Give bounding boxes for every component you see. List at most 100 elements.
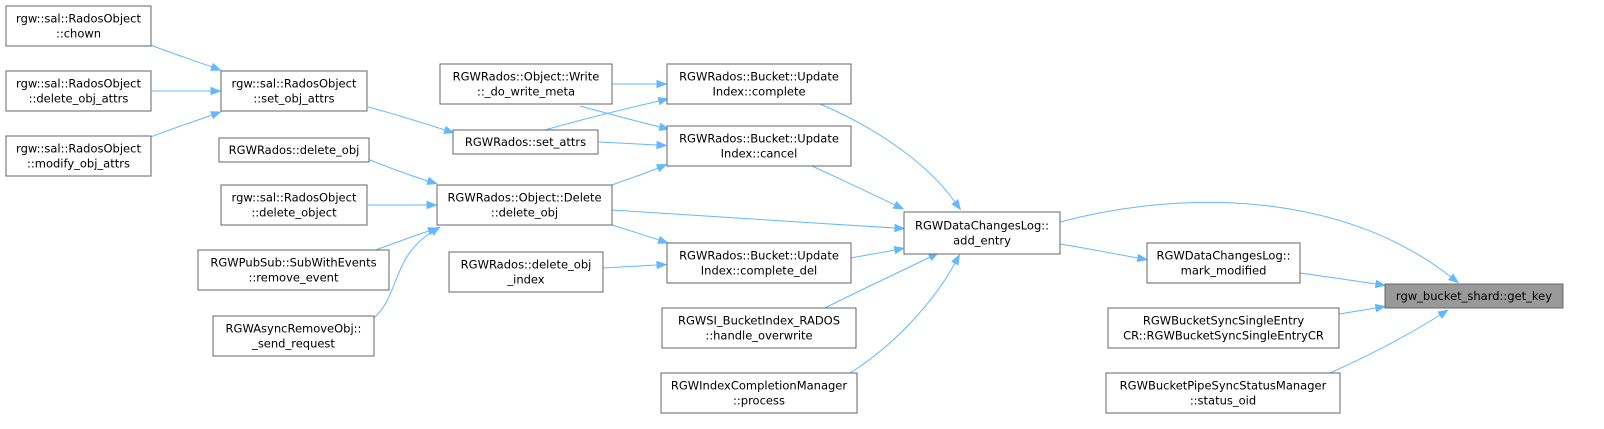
- edges: [147, 43, 1460, 374]
- node-label-line: rgw::sal::RadosObject: [16, 12, 141, 26]
- node-label-line: ::modify_obj_attrs: [27, 157, 130, 171]
- node-box: [448, 251, 604, 293]
- node-label-line: ::set_obj_attrs: [253, 92, 334, 106]
- node-label-line: mark_modified: [1181, 264, 1267, 278]
- node-box: [436, 184, 613, 226]
- edge-do_write_meta-to-update_cancel: [579, 105, 671, 131]
- node-label-line: ::process: [733, 394, 785, 408]
- node-add-entry[interactable]: RGWDataChangesLog::add_entry: [903, 211, 1061, 255]
- arrowhead: [657, 96, 670, 106]
- node-chown[interactable]: rgw::sal::RadosObject::chown: [5, 5, 152, 47]
- node-mark-modified[interactable]: RGWDataChangesLog::mark_modified: [1146, 242, 1301, 284]
- edge-line: [824, 256, 931, 309]
- node-label-line: RGWAsyncRemoveObj::: [226, 322, 362, 336]
- arrowhead: [656, 260, 668, 270]
- edge-set_obj_attrs-to-set_attrs: [367, 106, 455, 134]
- edge-send_request-to-object_delete_delete_obj: [369, 226, 441, 322]
- node-update-complete-del[interactable]: RGWRados::Bucket::UpdateIndex::complete_…: [666, 242, 852, 284]
- node-label-line: ::chown: [56, 27, 101, 41]
- node-object-delete-delete-obj[interactable]: RGWRados::Object::Delete::delete_obj: [436, 184, 613, 226]
- arrowhead: [1374, 303, 1387, 313]
- arrowhead: [658, 122, 671, 131]
- node-label-line: ::handle_overwrite: [705, 329, 812, 343]
- node-do-write-meta[interactable]: RGWRados::Object::Write::_do_write_meta: [439, 63, 613, 105]
- edge-do_write_meta-to-update_complete: [612, 79, 668, 89]
- edge-line: [147, 114, 213, 139]
- node-box: [197, 249, 390, 291]
- edge-update_cancel-to-add_entry: [811, 165, 905, 210]
- node-label-line: _index: [506, 273, 544, 287]
- edge-line: [811, 165, 896, 206]
- edge-line: [598, 141, 658, 146]
- edge-line: [850, 249, 896, 259]
- node-box: [218, 137, 370, 163]
- node-process[interactable]: RGWIndexCompletionManager::process: [660, 372, 858, 414]
- node-label-line: RGWRados::Bucket::Update: [679, 70, 839, 84]
- edge-line: [1059, 243, 1139, 259]
- node-delete-obj-index[interactable]: RGWRados::delete_obj_index: [448, 251, 604, 293]
- node-label-line: ::remove_event: [249, 271, 339, 285]
- node-label-line: RGWRados::Bucket::Update: [679, 249, 839, 263]
- node-label-line: rgw::sal::RadosObject: [232, 77, 357, 91]
- edge-object_delete_delete_obj-to-add_entry: [611, 209, 906, 233]
- arrowhead: [443, 125, 455, 134]
- node-modify-obj-attrs[interactable]: rgw::sal::RadosObject::modify_obj_attrs: [5, 135, 152, 177]
- arrowhead: [1136, 253, 1149, 263]
- node-box: [661, 307, 857, 349]
- edge-line: [611, 224, 660, 241]
- node-box: [903, 211, 1061, 255]
- node-label-line: Index::cancel: [721, 147, 798, 161]
- node-box: [439, 63, 613, 105]
- node-box: [5, 70, 152, 112]
- node-rados-object-delete-object[interactable]: rgw::sal::RadosObject::delete_object: [220, 184, 368, 226]
- node-box: [666, 125, 852, 167]
- node-remove-event[interactable]: RGWPubSub::SubWithEvents::remove_event: [197, 249, 390, 291]
- edge-line: [819, 103, 956, 203]
- node-set-attrs[interactable]: RGWRados::set_attrs: [452, 129, 599, 155]
- edge-chown-to-set_obj_attrs: [147, 43, 222, 71]
- node-box: [666, 63, 852, 105]
- edge-line: [1338, 307, 1377, 315]
- arrowhead: [656, 79, 668, 89]
- node-label-line: RGWDataChangesLog::: [915, 219, 1049, 233]
- node-box: [452, 129, 599, 155]
- edge-update_complete-to-add_entry: [819, 103, 962, 211]
- node-label-line: RGWRados::delete_obj: [461, 258, 592, 272]
- node-label-line: ::delete_obj_attrs: [29, 92, 129, 106]
- node-label-line: rgw::sal::RadosObject: [16, 77, 141, 91]
- node-sync-single-entry[interactable]: RGWBucketSyncSingleEntryCR::RGWBucketSyn…: [1107, 307, 1340, 349]
- node-get-key[interactable]: rgw_bucket_shard::get_key: [1384, 283, 1564, 309]
- arrowhead: [426, 200, 438, 210]
- edge-line: [544, 100, 660, 131]
- edge-process-to-add_entry: [849, 253, 960, 374]
- node-send-request[interactable]: RGWAsyncRemoveObj::_send_request: [212, 315, 375, 357]
- edge-add_entry-to-get_key: [1059, 201, 1460, 284]
- node-handle-overwrite[interactable]: RGWSI_BucketIndex_RADOS::handle_overwrit…: [661, 307, 857, 349]
- node-box: [1146, 242, 1301, 284]
- node-label-line: RGWRados::set_attrs: [465, 135, 586, 149]
- edge-line: [147, 43, 213, 68]
- edge-update_complete_del-to-add_entry: [850, 245, 906, 259]
- edge-line: [369, 231, 433, 322]
- node-status-oid[interactable]: RGWBucketPipeSyncStatusManager::status_o…: [1105, 372, 1341, 414]
- node-box: [5, 135, 152, 177]
- node-set-obj-attrs[interactable]: rgw::sal::RadosObject::set_obj_attrs: [220, 70, 368, 112]
- node-delete-obj-attrs[interactable]: rgw::sal::RadosObject::delete_obj_attrs: [5, 70, 152, 112]
- edge-object_delete_delete_obj-to-update_complete_del: [611, 224, 669, 244]
- edge-line: [1329, 314, 1441, 374]
- node-label-line: RGWDataChangesLog::: [1156, 249, 1290, 263]
- edge-line: [364, 157, 429, 182]
- edge-sync_single_entry-to-get_key: [1338, 303, 1387, 315]
- arrowhead: [892, 200, 905, 210]
- node-label-line: _send_request: [251, 337, 335, 351]
- arrowhead: [1437, 309, 1449, 319]
- node-label-line: rgw::sal::RadosObject: [232, 191, 357, 205]
- node-label-line: RGWRados::delete_obj: [229, 143, 360, 157]
- node-label-line: ::delete_obj: [491, 206, 558, 220]
- arrowhead: [210, 86, 222, 96]
- node-box: [1107, 307, 1340, 349]
- node-rgwrados-delete-obj[interactable]: RGWRados::delete_obj: [218, 137, 370, 163]
